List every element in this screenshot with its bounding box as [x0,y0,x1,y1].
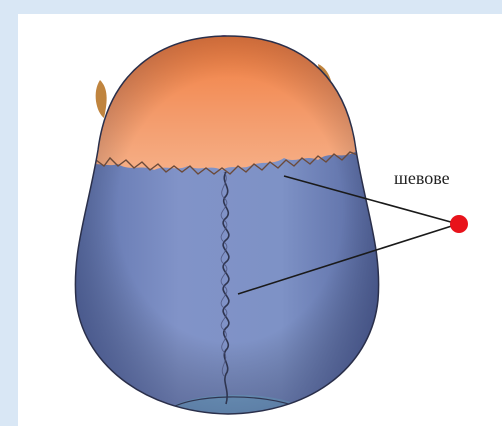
sutures-label: шевове [394,168,450,189]
left-ear-nub [96,80,107,118]
pointer-dot [450,215,468,233]
